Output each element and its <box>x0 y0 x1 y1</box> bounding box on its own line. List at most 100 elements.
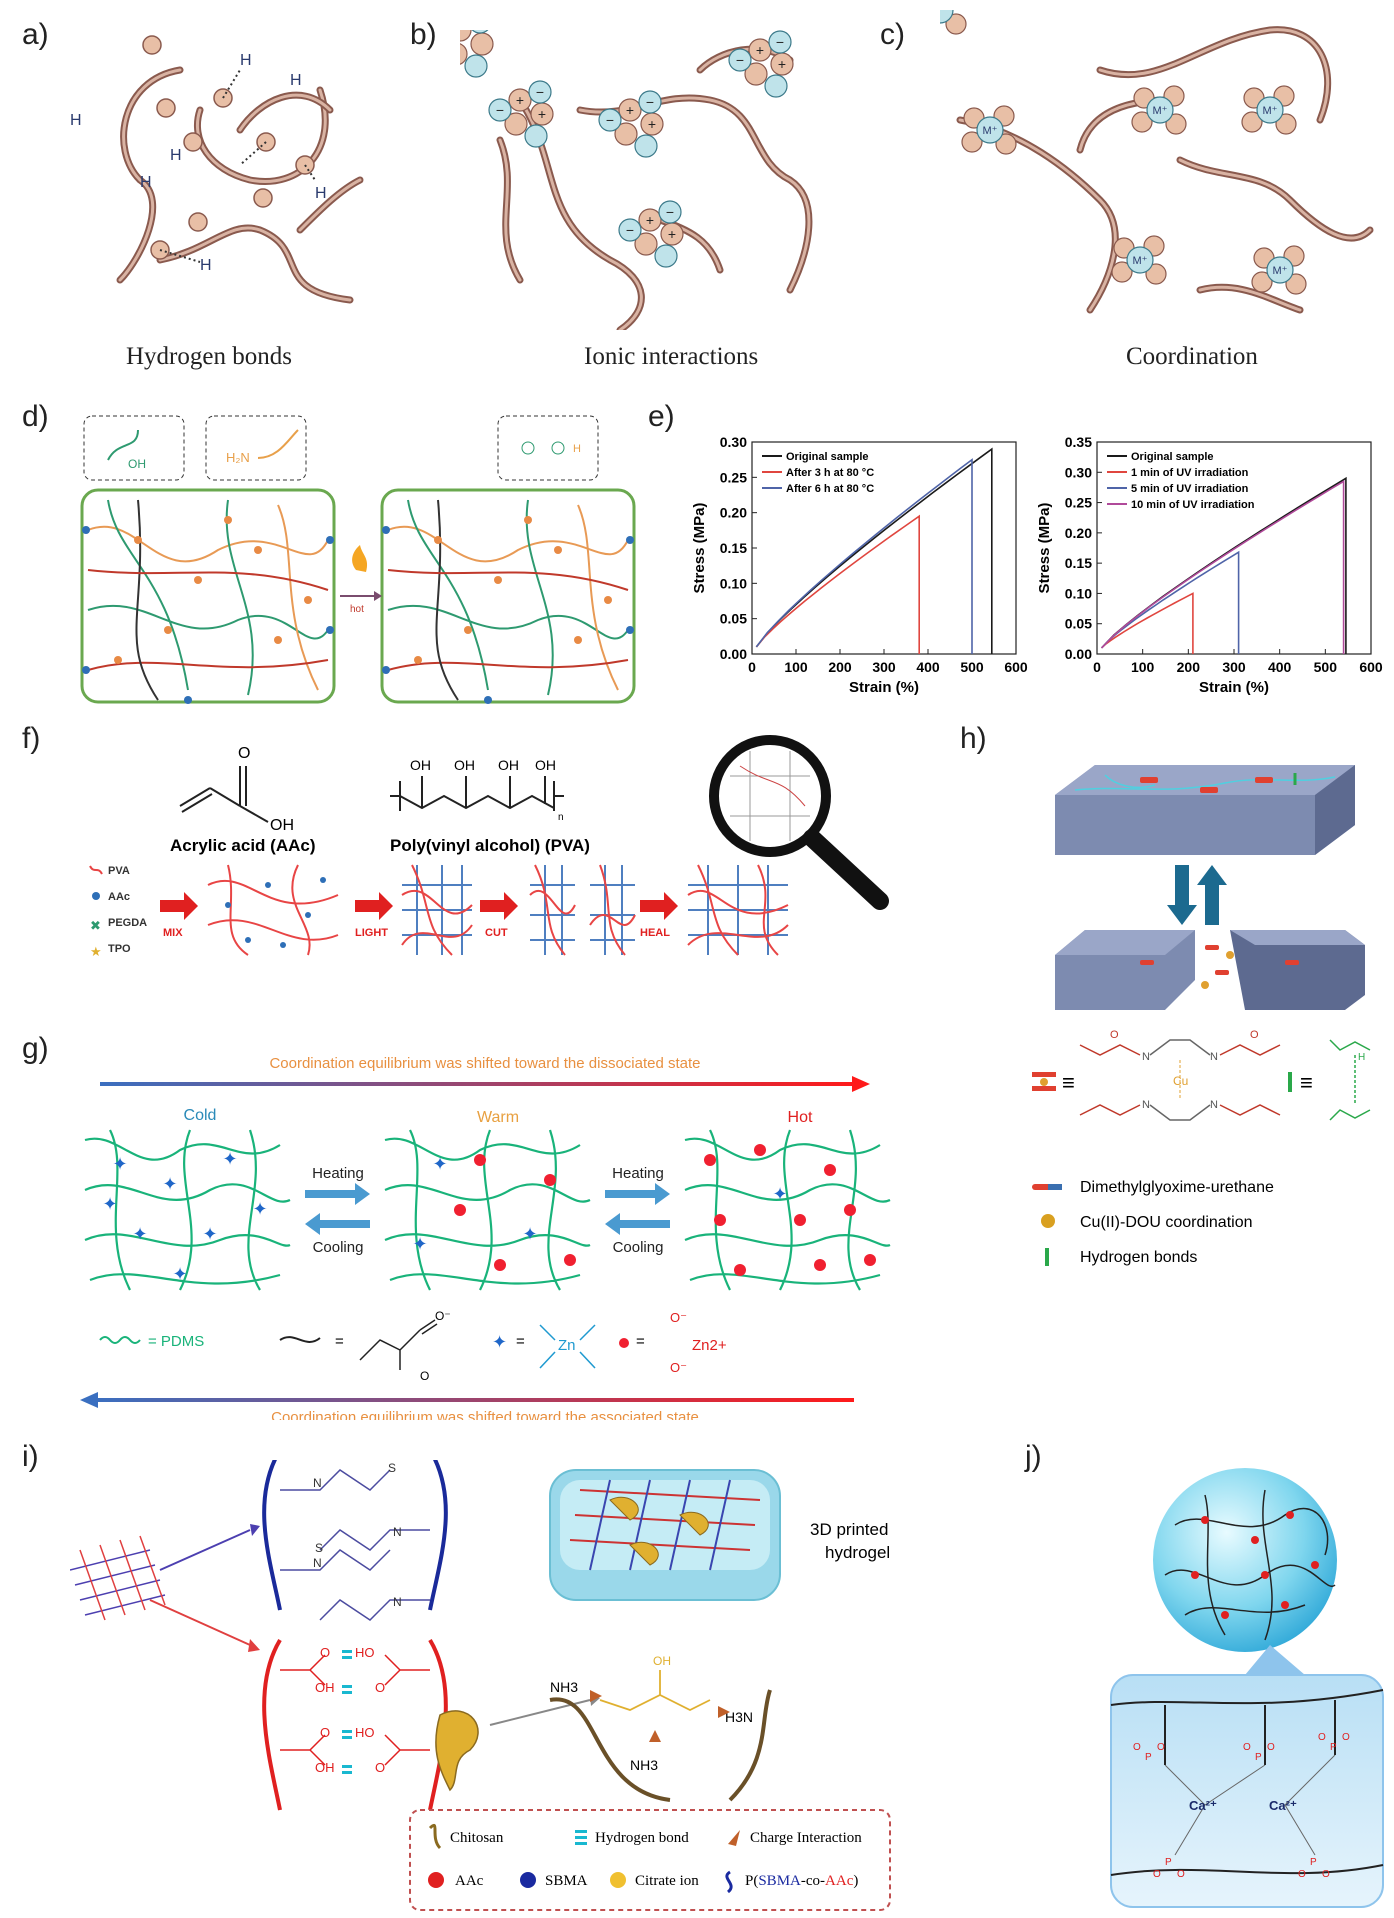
svg-text:−: − <box>496 102 504 118</box>
legend-hydrogen-bonds: Hydrogen bonds <box>1080 1249 1197 1266</box>
nitrogen-label: N <box>1142 1051 1150 1063</box>
h-atom-label: H <box>573 443 581 455</box>
h-atom-label: H <box>70 112 82 129</box>
heating-label: Heating <box>612 1165 664 1182</box>
hydroxyl-label: OH <box>454 757 475 773</box>
x-tick-label: 500 <box>960 659 984 675</box>
svg-text:+: + <box>626 102 634 118</box>
h-atom-label: H <box>1358 1052 1365 1063</box>
oxygen-label: O <box>1110 1029 1119 1041</box>
x-tick-label: 200 <box>1177 659 1201 675</box>
h-atom-label: H <box>140 174 152 191</box>
nitrogen-label: N <box>1210 1051 1218 1063</box>
pdms-label: = PDMS <box>148 1333 204 1350</box>
series-line <box>755 447 993 654</box>
y-tick-label: 0.35 <box>1065 434 1092 450</box>
nitrogen-label: N <box>1210 1099 1218 1111</box>
svg-text:−: − <box>736 52 744 68</box>
svg-text:+: + <box>538 106 546 122</box>
y-axis-label: Stress (MPa) <box>691 503 708 594</box>
legend-charge-interaction: Charge Interaction <box>750 1830 862 1846</box>
svg-text:−: − <box>606 112 614 128</box>
svg-text:✦: ✦ <box>252 1199 267 1219</box>
h-atom-label: H <box>315 185 327 202</box>
svg-text:✖: ✖ <box>90 918 101 933</box>
metal-ion-label: M⁺ <box>1263 105 1278 117</box>
printed-label-line1: 3D printed <box>810 1520 888 1539</box>
phosphorus-label: P <box>1255 1752 1262 1763</box>
calcium-ion-label: Ca²⁺ <box>1189 1798 1217 1813</box>
panel-b-ionic-diagram: ++−− ++−− ++−− ++−− <box>460 30 813 330</box>
equals-sign: = <box>636 1333 645 1350</box>
state-cold: Cold <box>184 1107 217 1124</box>
x-tick-label: 600 <box>1359 659 1383 675</box>
phosphorus-label: P <box>1165 1857 1172 1868</box>
oxygen-label: O <box>1157 1742 1165 1753</box>
metal-ion-label: M⁺ <box>1153 105 1168 117</box>
nitrogen-label: N <box>393 1525 402 1539</box>
nitrogen-label: N <box>1142 1099 1150 1111</box>
zn-label: Zn <box>558 1337 576 1354</box>
panel-c-coordination-diagram: M⁺ M⁺ M⁺ M⁺ M⁺ <box>940 10 1374 314</box>
hydroxyl-label: OH <box>315 1760 335 1775</box>
y-tick-label: 0.30 <box>1065 464 1092 480</box>
panel-c-caption: Coordination <box>1126 343 1258 370</box>
oxygen-label: O <box>375 1760 385 1775</box>
legend-citrate-ion: Citrate ion <box>635 1873 699 1889</box>
legend-pva: PVA <box>108 865 130 877</box>
zn2-label: Zn2+ <box>692 1337 727 1354</box>
ammonium-label: NH3 <box>630 1757 658 1773</box>
svg-text:✦: ✦ <box>522 1224 537 1244</box>
oxygen-label: O <box>1318 1732 1326 1743</box>
legend-copolymer: P(SBMA-co-AAc) <box>745 1873 858 1889</box>
x-tick-label: 100 <box>784 659 808 675</box>
legend-cu-coordination: Cu(II)-DOU coordination <box>1080 1214 1253 1231</box>
hydroxyl-label: OH <box>535 757 556 773</box>
metal-ion-label: M⁺ <box>1273 265 1288 277</box>
printed-label-line2: hydrogel <box>825 1543 890 1562</box>
h-atom-label: H <box>200 257 212 274</box>
free-carboxylate: O⁻ <box>670 1360 687 1375</box>
x-tick-label: 100 <box>1131 659 1155 675</box>
svg-text:−: − <box>666 204 674 220</box>
legend-entry: 5 min of UV irradiation <box>1131 483 1249 495</box>
panel-i-label: i) <box>22 1440 39 1473</box>
legend-entry: After 3 h at 80 °C <box>786 467 874 479</box>
x-tick-label: 400 <box>916 659 940 675</box>
y-tick-label: 0.20 <box>1065 525 1092 541</box>
hydroxyl-label: OH <box>498 757 519 773</box>
panel-c-label: c) <box>880 18 905 51</box>
hydroxyl-label: HO <box>355 1725 375 1740</box>
cooling-label: Cooling <box>313 1239 364 1256</box>
y-tick-label: 0.05 <box>720 611 747 627</box>
x-axis-label: Strain (%) <box>849 679 919 696</box>
svg-text:−: − <box>626 222 634 238</box>
panel-f-label: f) <box>22 722 41 755</box>
x-axis-label: Strain (%) <box>1199 679 1269 696</box>
nitrogen-label: N <box>313 1556 322 1570</box>
oxygen-label: O <box>1267 1742 1275 1753</box>
pva-name: Poly(vinyl alcohol) (PVA) <box>390 836 590 855</box>
h-atom-label: H <box>170 147 182 164</box>
svg-text:✦: ✦ <box>222 1149 237 1169</box>
carboxylate-oxygen: O <box>420 1369 429 1383</box>
hydroxyl-label: OH <box>270 817 294 834</box>
x-tick-label: 0 <box>748 659 756 675</box>
hydroxyl-label: OH <box>410 757 431 773</box>
step-heal: HEAL <box>640 927 670 939</box>
svg-text:+: + <box>648 116 656 132</box>
panel-e-label: e) <box>648 400 675 433</box>
oxygen-label: O <box>238 745 250 762</box>
metal-ion-label: M⁺ <box>1133 255 1148 267</box>
ammonium-label: H3N <box>725 1709 753 1725</box>
legend-tpo: TPO <box>108 943 131 955</box>
phosphorus-label: P <box>1145 1752 1152 1763</box>
associated-direction-text: Coordination equilibrium was shifted tow… <box>271 1409 699 1420</box>
legend-chitosan: Chitosan <box>450 1830 504 1846</box>
svg-text:✦: ✦ <box>202 1224 217 1244</box>
svg-text:✦: ✦ <box>172 1264 187 1284</box>
y-tick-label: 0.15 <box>720 540 747 556</box>
metal-ion-label: M⁺ <box>983 125 998 137</box>
panel-a-label: a) <box>22 18 49 51</box>
